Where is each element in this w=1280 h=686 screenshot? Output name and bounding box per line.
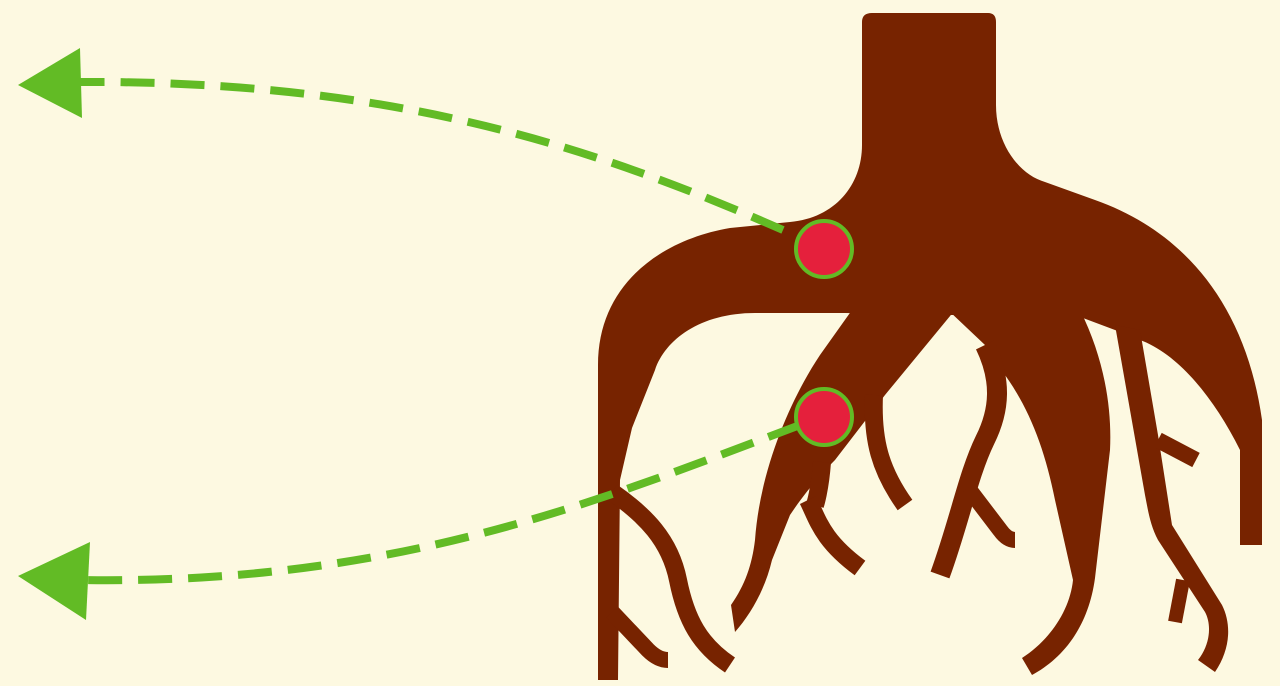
arrow-left-icon <box>18 48 82 118</box>
dashed-arrow-lower <box>80 425 800 580</box>
arrow-left-icon <box>18 542 90 620</box>
root-branch <box>874 395 905 505</box>
dashed-arrow-upper <box>78 82 783 230</box>
marker-dot-icon <box>796 389 852 445</box>
root-center-left <box>731 310 955 632</box>
root-branches <box>612 345 1196 665</box>
tree-root-icon <box>598 13 1262 680</box>
root-branch <box>1175 580 1183 622</box>
root-branch <box>1158 440 1196 460</box>
root-branch <box>612 612 668 660</box>
root-branch <box>968 488 1015 540</box>
root-main-body <box>598 13 1262 680</box>
arrows <box>18 48 800 620</box>
root-branch <box>940 345 997 575</box>
marker-dot-icon <box>796 221 852 277</box>
root-branch <box>808 500 860 568</box>
